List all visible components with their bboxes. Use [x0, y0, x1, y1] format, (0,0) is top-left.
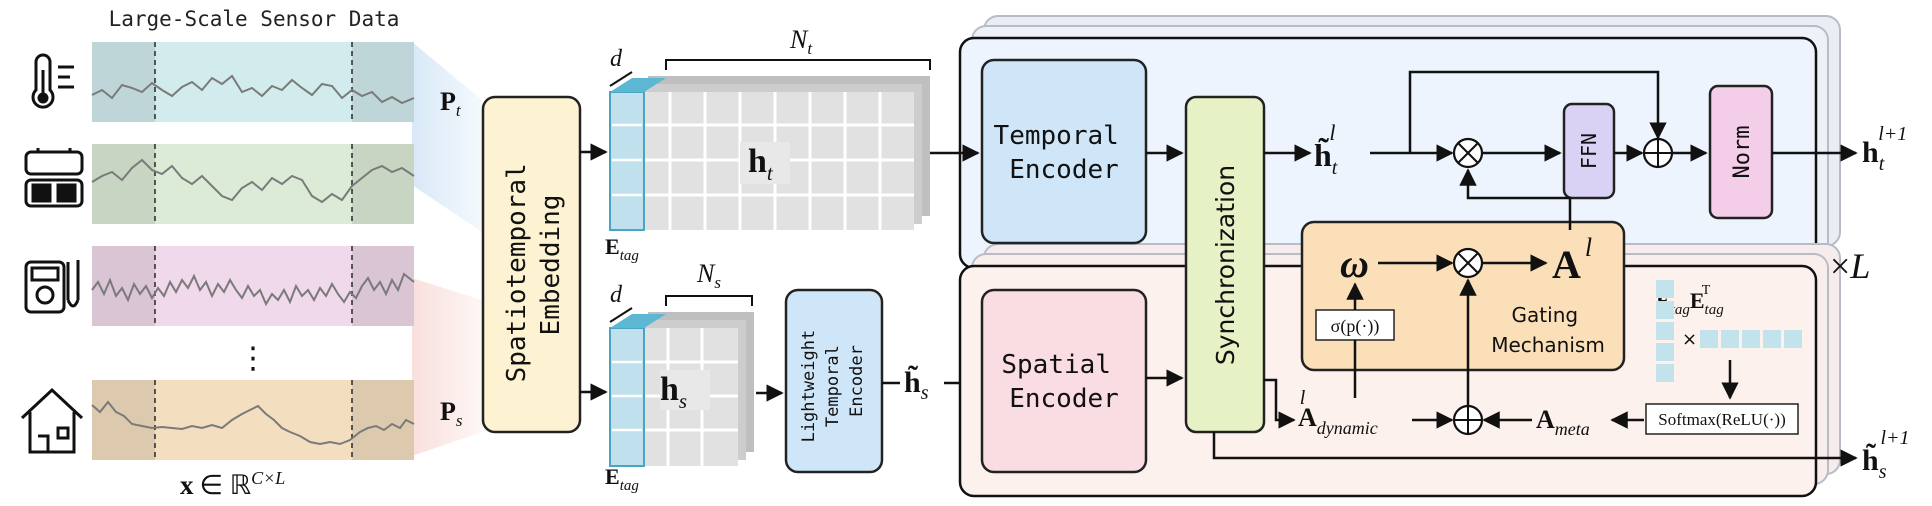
ht-label: ht	[748, 143, 774, 185]
temporal-encoder-box	[980, 58, 1148, 245]
norm-label: Norm	[1730, 126, 1755, 179]
sensor-signal	[91, 74, 415, 105]
sensor-strip-1	[91, 42, 415, 122]
nt-label: Nt	[789, 25, 813, 58]
sensor-data-section: Large-Scale Sensor Data	[20, 7, 482, 500]
token-grid-front	[632, 328, 738, 466]
embedding-label: Spatiotemporal Embedding	[502, 148, 566, 383]
sensor-signal	[91, 400, 415, 446]
sensor-data-title: Large-Scale Sensor Data	[109, 7, 400, 31]
norm-block: Norm	[1708, 84, 1774, 220]
sigma-label: σ(p(·))	[1331, 316, 1380, 337]
temporal-encoder: Temporal Encoder	[980, 58, 1148, 245]
token-grid-front	[632, 92, 914, 230]
a-meta-label: Ameta	[1536, 405, 1590, 439]
lightweight-label: Lightweight Temporal Encoder	[799, 320, 867, 443]
input-formula: x∈ ℝC×L	[180, 468, 285, 500]
lightweight-box	[784, 288, 884, 474]
e-tag-label: Etag	[605, 234, 639, 264]
multimeter-icon	[24, 260, 80, 314]
meta-graph-construction: EtagEtagT × Softmax(ReLU(·))	[1645, 280, 1802, 435]
skip-connection	[1408, 70, 1667, 153]
omega-label: ω	[1340, 241, 1369, 286]
tag-column-top	[610, 314, 666, 328]
strip-right-shade	[352, 380, 414, 460]
n-bracket	[665, 59, 931, 70]
n-bracket	[665, 295, 753, 306]
sensor-strip-3	[91, 246, 415, 326]
temporal-token-grid: Nt d ht Etag	[605, 25, 931, 264]
sensor-signal	[91, 158, 415, 204]
d-label: d	[610, 282, 623, 308]
output-hs-label: h̃sl+1	[1862, 427, 1910, 483]
multiply-op	[1452, 247, 1484, 279]
smart-home-icon	[20, 387, 84, 454]
strip-bg	[92, 42, 414, 122]
strip-right-shade	[352, 144, 414, 224]
sensor-strip-2	[91, 144, 415, 224]
temporal-fan	[412, 42, 482, 232]
arrow	[1212, 432, 1858, 467]
a-dynamic-label: Adynamicl	[1298, 387, 1378, 438]
synchronization-block: Synchronization	[1184, 95, 1266, 434]
gating-label: Gating Mechanism	[1491, 303, 1605, 357]
lightweight-temporal-encoder: Lightweight Temporal Encoder	[784, 288, 884, 474]
hs-label: hs	[660, 371, 687, 413]
ht-tilde-label: h̃tl	[1314, 120, 1338, 179]
arrow	[1264, 378, 1296, 429]
sensor-ellipsis: ⋮	[238, 341, 268, 376]
softmax-box	[1645, 403, 1799, 435]
output-ht-label: htl+1	[1862, 123, 1907, 175]
tag-column-top	[610, 78, 666, 92]
d-bracket	[609, 307, 633, 323]
times-sign: ×	[1682, 329, 1697, 350]
strip-bg	[92, 380, 414, 460]
strip-right-shade	[352, 42, 414, 122]
strip-left-shade	[92, 246, 155, 326]
embedding-box	[481, 95, 582, 434]
thermometer-icon	[31, 53, 74, 109]
pt-label: Pt	[440, 87, 462, 120]
temporal-encoder-label: Temporal Encoder	[994, 121, 1135, 185]
add-op	[1452, 404, 1484, 436]
ns-label: Ns	[696, 259, 721, 292]
sync-box	[1184, 95, 1266, 434]
d-label: d	[610, 46, 623, 72]
hs-tilde-label: h̃s	[904, 365, 929, 404]
sync-label: Synchronization	[1211, 165, 1240, 365]
sensor-signal	[91, 272, 415, 307]
strip-left-shade	[92, 380, 155, 460]
repeat-label: ×L	[1830, 246, 1870, 286]
e-tag-row-blocks	[1700, 330, 1802, 348]
strip-left-shade	[92, 144, 155, 224]
spatial-encoder-label: Spatial Encoder	[1001, 350, 1126, 414]
d-bracket	[609, 71, 633, 87]
ffn-box	[1562, 102, 1616, 200]
spatial-encoder: Spatial Encoder	[980, 288, 1148, 474]
e-tag-column-blocks	[1656, 280, 1674, 382]
arrow	[1459, 168, 1572, 230]
spatial-token-grid: Ns d hs Etag	[605, 259, 754, 494]
ps-label: Ps	[440, 397, 463, 430]
sensor-strip-4	[91, 380, 415, 460]
spatiotemporal-embedding-block: Spatiotemporal Embedding	[481, 95, 582, 434]
stacked-batteries-icon	[24, 148, 84, 208]
spatial-fan	[412, 278, 482, 456]
e-tag-label: Etag	[605, 464, 639, 494]
multiply-op	[1452, 137, 1484, 169]
spatial-encoder-box	[980, 288, 1148, 474]
strip-left-shade	[92, 42, 155, 122]
ffn-block: FFN	[1562, 102, 1616, 200]
ffn-label: FFN	[1577, 133, 1601, 169]
softmax-label: Softmax(ReLU(·))	[1658, 410, 1785, 429]
add-op	[1642, 137, 1674, 169]
